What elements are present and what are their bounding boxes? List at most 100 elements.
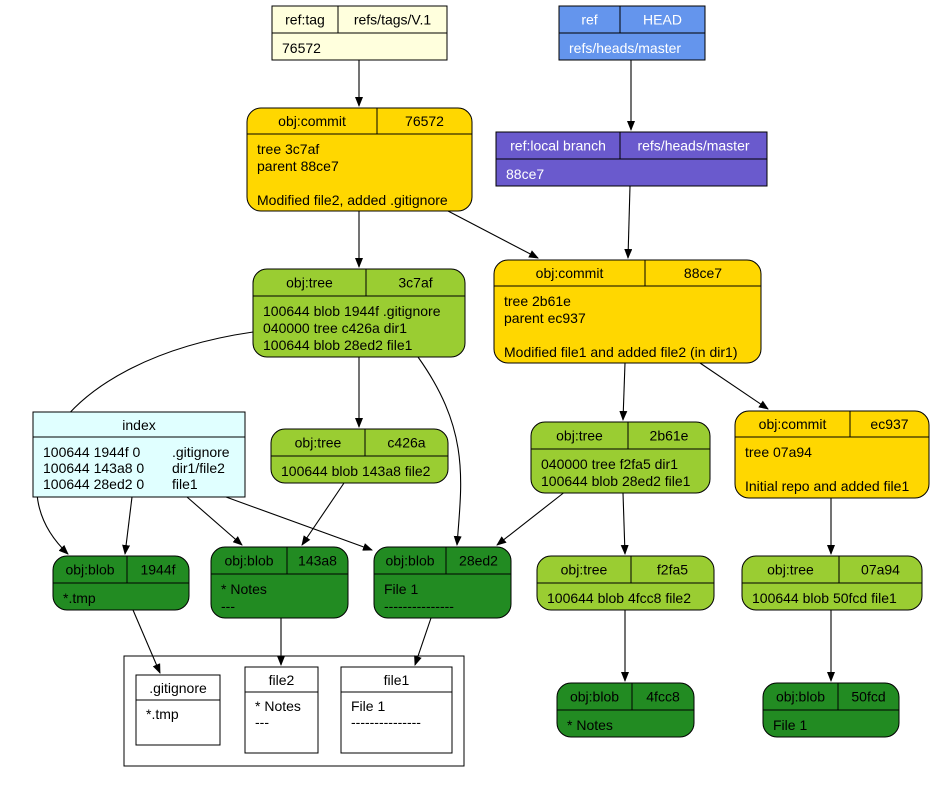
- index-to-blob-1944f-edge: [122, 496, 133, 555]
- blob-28ed2-node-line: File 1: [384, 581, 418, 597]
- index-entry-path: .gitignore: [172, 444, 230, 460]
- tree-3c7af-node-box: [252, 268, 466, 358]
- working-directory-frame: [123, 655, 465, 767]
- working-directory: .gitignore *.tmp file2* Notes--- file1File …: [123, 655, 465, 767]
- blob-50fcd-node-type-label: obj:blob: [776, 689, 825, 705]
- tag-v1-node-line: 76572: [282, 40, 321, 56]
- commit-76572-node-type-label: obj:commit: [278, 113, 346, 129]
- commit-ec937-node-type-label: obj:commit: [759, 416, 827, 432]
- tree-f2fa5-node-line: 100644 blob 4fcc8 file2: [547, 590, 691, 606]
- file-file2-box: [244, 666, 319, 754]
- file-file1-line: ---------------: [351, 714, 421, 730]
- tree-3c7af-node-line: 100644 blob 28ed2 file1: [263, 337, 413, 353]
- tree-3c7af-node-line: 100644 blob 1944f .gitignore: [263, 303, 441, 319]
- commit-76572-node-id-label: 76572: [405, 113, 444, 129]
- commit-88ce7-to-commit-ec937-edge: [699, 362, 769, 410]
- commit-ec937-node-box: [734, 410, 930, 499]
- tree-3c7af-node-line: 040000 tree c426a dir1: [263, 320, 407, 336]
- file-file1-line: File 1: [351, 698, 385, 714]
- master-branch-node-type-label: ref:local branch: [510, 138, 606, 154]
- commit-76572-node-line: Modified file2, added .gitignore: [257, 192, 448, 208]
- tree-07a94-node-type-label: obj:tree: [767, 562, 814, 578]
- tree-2b61e-node-line: 100644 blob 28ed2 file1: [541, 473, 691, 489]
- tree-2b61e-node-box: [530, 421, 711, 494]
- blob-1944f-node-line: *.tmp: [63, 590, 96, 606]
- blob-50fcd-node-line: File 1: [773, 717, 807, 733]
- tree-c426a-node-line: 100644 blob 143a8 file2: [281, 463, 431, 479]
- commit-ec937-node-id-label: ec937: [870, 416, 908, 432]
- master-branch-node-id-label: refs/heads/master: [637, 138, 749, 154]
- tag-v1-node-id-label: refs/tags/V.1: [354, 12, 432, 28]
- index-entry-path: dir1/file2: [172, 460, 225, 476]
- tree-07a94-node-id-label: 07a94: [861, 562, 900, 578]
- file-file2[interactable]: file2* Notes---: [244, 666, 319, 754]
- commit-88ce7-node-line: parent ec937: [504, 310, 586, 326]
- commit-ec937-node-line: tree 07a94: [745, 444, 812, 460]
- tree-2b61e-to-blob-28ed2-edge: [496, 490, 567, 546]
- index-entry: 100644 1944f 0: [43, 444, 141, 460]
- index-to-blob-28ed2-edge: [225, 496, 373, 551]
- index-box: [32, 411, 246, 498]
- file-file2-line: * Notes: [255, 698, 301, 714]
- tree-3c7af-node-type-label: obj:tree: [286, 275, 333, 291]
- tree-f2fa5-node-type-label: obj:tree: [561, 562, 608, 578]
- blob-50fcd-node-id-label: 50fcd: [851, 689, 885, 705]
- blob-28ed2-node-type-label: obj:blob: [385, 553, 434, 569]
- tree-2b61e-node-line: 040000 tree f2fa5 dir1: [541, 456, 678, 472]
- tree-2b61e-node-type-label: obj:tree: [556, 428, 603, 444]
- blob-1944f-node-type-label: obj:blob: [65, 562, 114, 578]
- blob-28ed2-node-line: ---------------: [384, 598, 454, 614]
- tree-3c7af-node-id-label: 3c7af: [398, 275, 432, 291]
- edges: [36, 60, 835, 682]
- tree-f2fa5-node-id-label: f2fa5: [657, 562, 688, 578]
- tree-07a94-node-line: 100644 blob 50fcd file1: [752, 590, 897, 606]
- tag-v1-node[interactable]: ref:tag refs/tags/V.1 76572: [271, 5, 448, 61]
- commit-88ce7-node-type-label: obj:commit: [536, 265, 604, 281]
- tree-c426a-node-type-label: obj:tree: [295, 435, 342, 451]
- blob-4fcc8-node-line: * Notes: [567, 717, 613, 733]
- blob-4fcc8-node-id-label: 4fcc8: [646, 689, 680, 705]
- tree-3c7af-node[interactable]: obj:tree 3c7af 100644 blob 1944f .gitignor…: [252, 268, 466, 358]
- blob-143a8-node-line: * Notes: [221, 581, 267, 597]
- blob-28ed2-node-id-label: 28ed2: [459, 553, 498, 569]
- head-ref-node-id-label: HEAD: [643, 12, 682, 28]
- tree-2b61e-to-tree-f2fa5-edge: [620, 492, 629, 555]
- blob-1944f-to-gitignore-file-edge: [132, 609, 161, 674]
- blob-4fcc8-node-type-label: obj:blob: [570, 689, 619, 705]
- file-gitignore[interactable]: .gitignore *.tmp: [135, 674, 221, 746]
- blob-143a8-node-line: ---: [221, 598, 235, 614]
- file-gitignore-line: *.tmp: [146, 706, 179, 722]
- index-to-blob-143a8-edge: [186, 496, 243, 546]
- tree-07a94-node[interactable]: obj:tree 07a94 100644 blob 50fcd file1: [741, 555, 923, 611]
- blob-28ed2-node-box: [373, 546, 512, 619]
- tree-f2fa5-node[interactable]: obj:tree f2fa5 100644 blob 4fcc8 file2: [536, 555, 715, 611]
- commit-ec937-node-line: Initial repo and added file1: [745, 478, 909, 494]
- commit-76572-to-commit-88ce7-edge: [447, 210, 539, 259]
- tag-v1-node-type-label: ref:tag: [285, 12, 325, 28]
- commit-88ce7-node-id-label: 88ce7: [684, 265, 722, 281]
- file-file1-title: file1: [384, 672, 410, 688]
- blob-28ed2-to-file1-edge: [414, 617, 432, 666]
- blob-4fcc8-node[interactable]: obj:blob 4fcc8 * Notes: [556, 682, 695, 738]
- index-entry: 100644 143a8 0: [43, 460, 144, 476]
- file-gitignore-title: .gitignore: [149, 680, 207, 696]
- commit-88ce7-to-tree-2b61e-edge: [619, 362, 628, 421]
- blob-143a8-node-box: [210, 546, 349, 619]
- file-file2-line: ---: [255, 714, 269, 730]
